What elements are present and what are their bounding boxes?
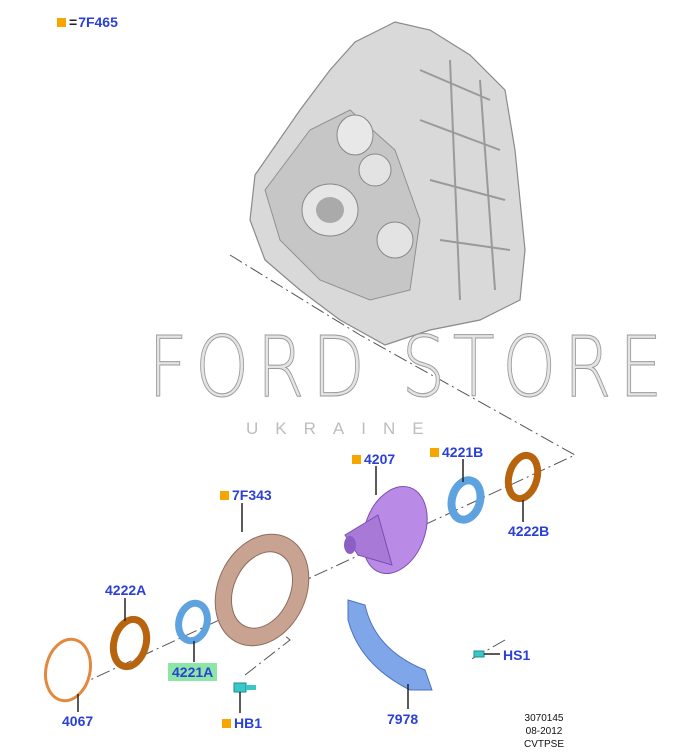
callout-4067[interactable]: 4067 [62,713,94,729]
callout-4221A[interactable]: 4221A [168,663,218,681]
callout-4207[interactable]: 4207 [352,451,395,467]
part-HS1-stud[interactable] [473,650,485,658]
watermark-subtitle: UKRAINE [246,419,441,438]
callout-HB1[interactable]: HB1 [222,715,262,731]
part-4222B-race[interactable] [504,451,542,503]
drawing-code: CVTPSE [524,739,565,750]
part-4222A-race[interactable] [108,615,151,671]
callout-7F343[interactable]: 7F343 [220,487,272,503]
callout-4222A[interactable]: 4222A [105,582,147,598]
marker-square-icon [222,719,231,728]
drawing-info: 3070145 08-2012 CVTPSE [524,712,564,751]
part-4067-oring[interactable] [40,635,96,705]
callout-7978[interactable]: 7978 [387,711,419,727]
marker-square-icon [430,448,439,457]
callout-4221B[interactable]: 4221B [430,444,483,460]
leader-lines [77,459,524,713]
legend-value: 7F465 [78,14,118,30]
callout-HS1[interactable]: HS1 [503,647,531,663]
part-4221A-bearing[interactable] [175,599,212,645]
drawing-number: 3070145 [524,713,564,724]
transmission-case-7F465 [249,21,526,346]
drawing-date: 08-2012 [525,726,563,737]
marker-square-icon [220,491,229,500]
callout-4222B[interactable]: 4222B [508,523,550,539]
part-HB1-bolt[interactable] [233,682,256,693]
legend: =7F465 [57,14,118,30]
marker-square-icon [352,455,361,464]
part-4221B-bearing[interactable] [447,476,485,524]
part-7F343-ring-gear[interactable] [198,519,327,661]
marker-square-icon [57,18,66,27]
part-7978-baffle[interactable] [347,599,433,691]
part-4207-differential[interactable] [344,477,439,582]
watermark-title: FORD STORE [148,318,670,417]
